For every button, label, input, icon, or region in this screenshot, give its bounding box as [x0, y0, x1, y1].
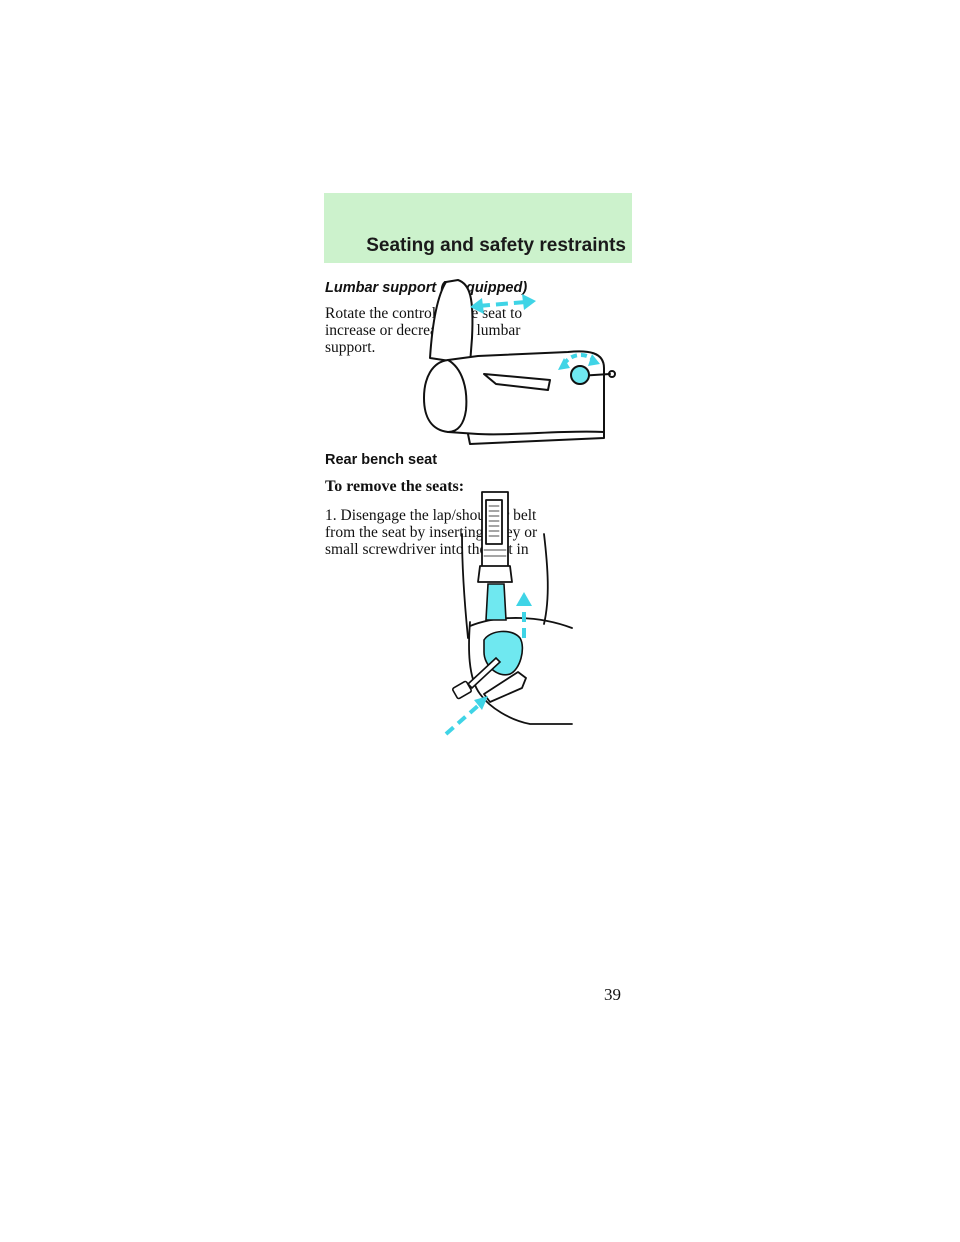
lumbar-seat-illustration: [423, 279, 616, 445]
rear-bench-heading: Rear bench seat: [325, 452, 438, 468]
page-number: 39: [604, 985, 621, 1004]
lumbar-heading: Lumbar support (if equipped): [325, 280, 528, 296]
section-title: Seating and safety restraints: [366, 235, 626, 256]
seatbelt-buckle-illustration: [444, 491, 573, 736]
remove-seats-subheading: To remove the seats:: [325, 478, 465, 495]
section-header-band: Seating and safety restraints: [324, 193, 632, 263]
